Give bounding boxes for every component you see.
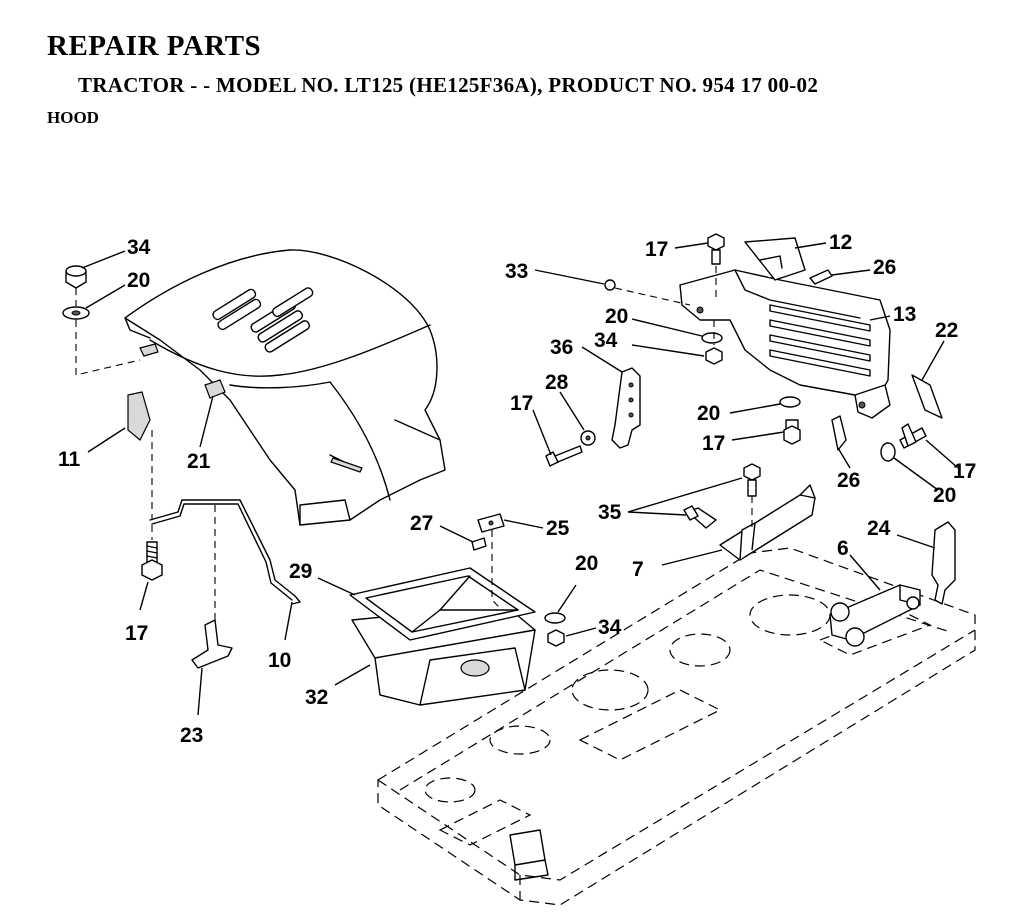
callout-17: 17 bbox=[702, 432, 725, 455]
bolt-top bbox=[707, 233, 725, 300]
callout-11: 11 bbox=[58, 448, 81, 471]
section-heading: HOOD bbox=[47, 108, 99, 127]
model-subtitle: TRACTOR - - MODEL NO. LT125 (HE125F36A),… bbox=[78, 73, 819, 97]
bumper-pad bbox=[127, 391, 151, 441]
callout-28: 28 bbox=[545, 371, 569, 394]
callout-29: 29 bbox=[289, 560, 312, 583]
callout-34: 34 bbox=[127, 236, 151, 259]
page-title: REPAIR PARTS bbox=[47, 30, 262, 62]
callout-17: 17 bbox=[125, 622, 148, 645]
nut-and-washer-hood bbox=[62, 265, 141, 376]
callout-17: 17 bbox=[953, 460, 976, 483]
callout-24: 24 bbox=[867, 517, 891, 540]
callout-21: 21 bbox=[187, 450, 211, 473]
emblem bbox=[911, 374, 943, 419]
callout-17: 17 bbox=[510, 392, 533, 415]
hood-rod bbox=[149, 430, 301, 640]
callout-7: 7 bbox=[632, 558, 644, 581]
callout-33: 33 bbox=[505, 260, 528, 283]
hood-pad bbox=[204, 379, 226, 399]
hood-vents bbox=[212, 287, 314, 353]
callout-20: 20 bbox=[605, 305, 628, 328]
callout-25: 25 bbox=[546, 517, 570, 540]
tractor-frame bbox=[377, 547, 976, 906]
bracket-36 bbox=[611, 367, 641, 449]
callout-20: 20 bbox=[933, 484, 956, 507]
dash-vents bbox=[769, 304, 871, 377]
callout-13: 13 bbox=[893, 303, 916, 326]
callouts: 34 20 11 21 17 10 23 29 32 27 25 20 34 3… bbox=[58, 231, 976, 747]
battery-frame bbox=[349, 567, 536, 641]
callout-12: 12 bbox=[829, 231, 852, 254]
callout-20: 20 bbox=[575, 552, 598, 575]
callout-22: 22 bbox=[935, 319, 958, 342]
bracket-24 bbox=[931, 521, 956, 605]
clip-top bbox=[809, 269, 833, 285]
bolt-left bbox=[141, 541, 163, 581]
callout-10: 10 bbox=[268, 649, 291, 672]
callout-32: 32 bbox=[305, 686, 328, 709]
callout-27: 27 bbox=[410, 512, 433, 535]
hood-shell bbox=[124, 249, 446, 526]
bracket-23 bbox=[191, 619, 233, 669]
callout-36: 36 bbox=[550, 336, 573, 359]
callout-26: 26 bbox=[873, 256, 896, 279]
callout-17: 17 bbox=[645, 238, 668, 261]
callout-20: 20 bbox=[127, 269, 150, 292]
callout-20: 20 bbox=[697, 402, 720, 425]
bracket-7 bbox=[719, 484, 816, 561]
callout-34: 34 bbox=[594, 329, 618, 352]
plate-12 bbox=[744, 237, 806, 281]
dash-panel bbox=[679, 269, 891, 419]
hood-hinge bbox=[829, 584, 921, 647]
callout-26: 26 bbox=[837, 469, 860, 492]
callout-23: 23 bbox=[180, 724, 203, 747]
leader-lines bbox=[81, 242, 959, 716]
callout-34: 34 bbox=[598, 616, 622, 639]
callout-35: 35 bbox=[598, 501, 622, 524]
callout-6: 6 bbox=[837, 537, 849, 560]
